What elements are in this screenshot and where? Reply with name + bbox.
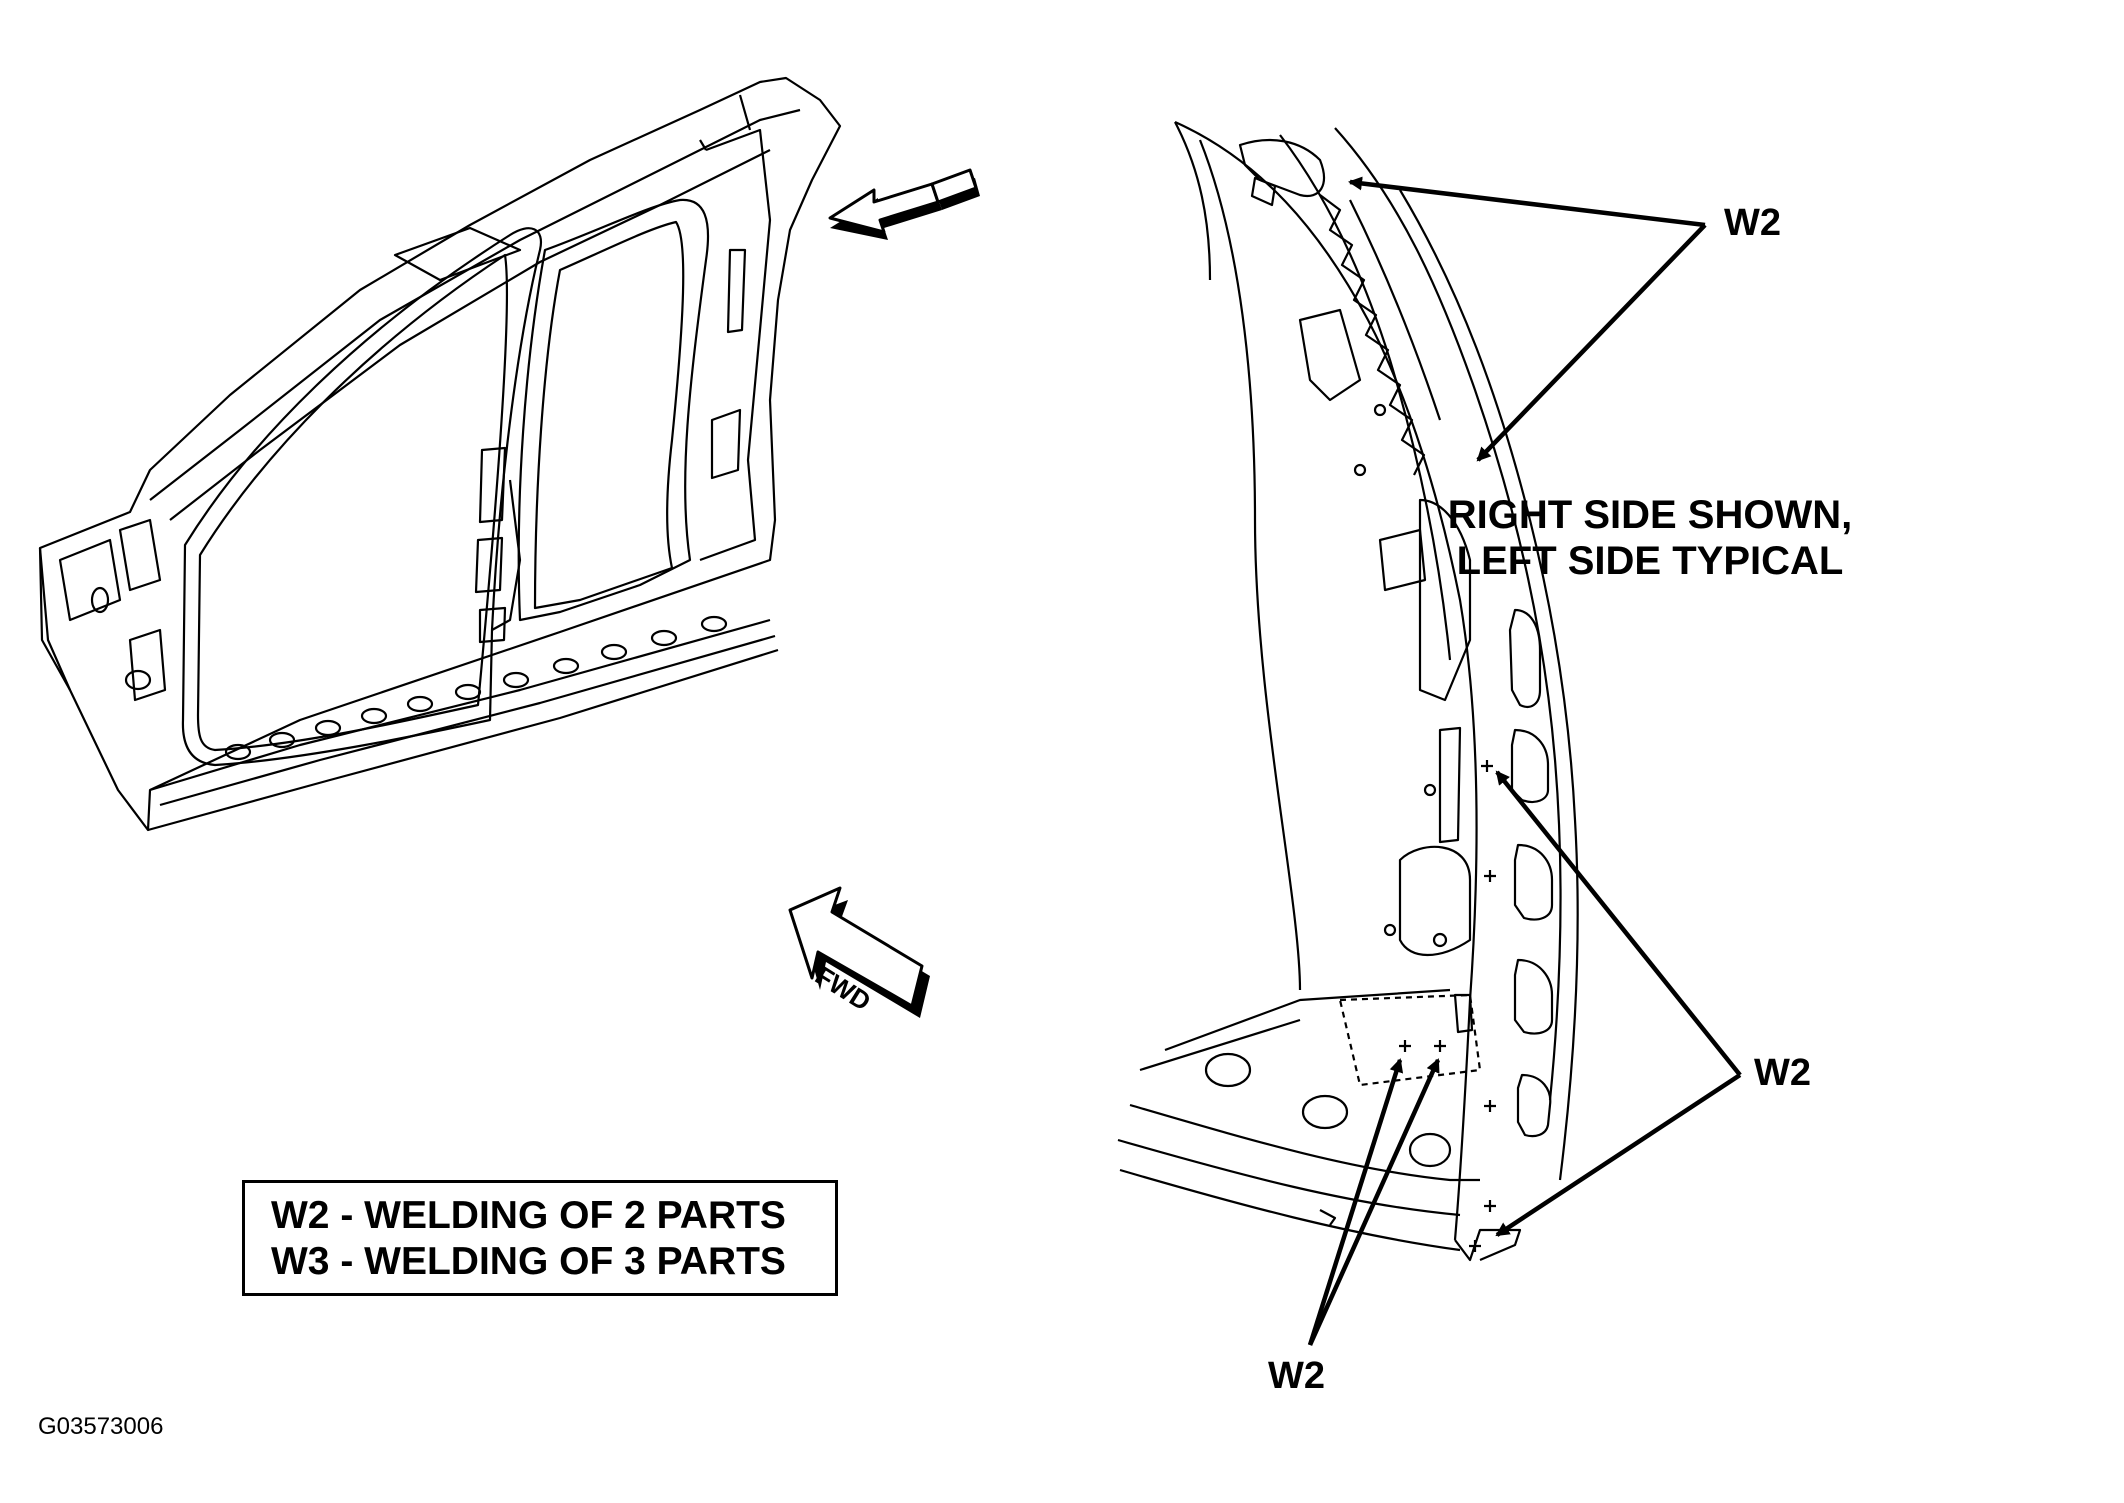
b-pillar-detail (1117, 120, 1579, 1262)
legend-box: W2 - WELDING OF 2 PARTS W3 - WELDING OF … (242, 1180, 838, 1296)
leader-w2-bottom-a (1307, 1058, 1404, 1346)
body-side-panel (38, 76, 842, 832)
legend-line-1: W2 - WELDING OF 2 PARTS (271, 1194, 786, 1237)
direction-arrow-icon (828, 168, 980, 240)
callout-w2-top: W2 (1724, 202, 1781, 244)
callout-w2-bottom: W2 (1268, 1355, 1325, 1397)
leader-w2-mid-b (1495, 1073, 1742, 1237)
leader-w2-mid-a (1495, 770, 1742, 1077)
fwd-arrow-icon (788, 886, 930, 1018)
leader-w2-top-a (1348, 176, 1706, 228)
side-note: RIGHT SIDE SHOWN, LEFT SIDE TYPICAL (1370, 492, 1930, 584)
callout-w2-mid: W2 (1754, 1052, 1811, 1094)
leader-w2-bottom-b (1307, 1058, 1441, 1346)
figure-id: G03573006 (38, 1413, 164, 1440)
legend-line-2: W3 - WELDING OF 3 PARTS (271, 1240, 786, 1283)
side-note-line-2: LEFT SIDE TYPICAL (1456, 539, 1844, 583)
leader-w2-top-b (1476, 223, 1707, 462)
side-note-line-1: RIGHT SIDE SHOWN, (1447, 493, 1853, 537)
callout-leaders (1307, 176, 1742, 1346)
